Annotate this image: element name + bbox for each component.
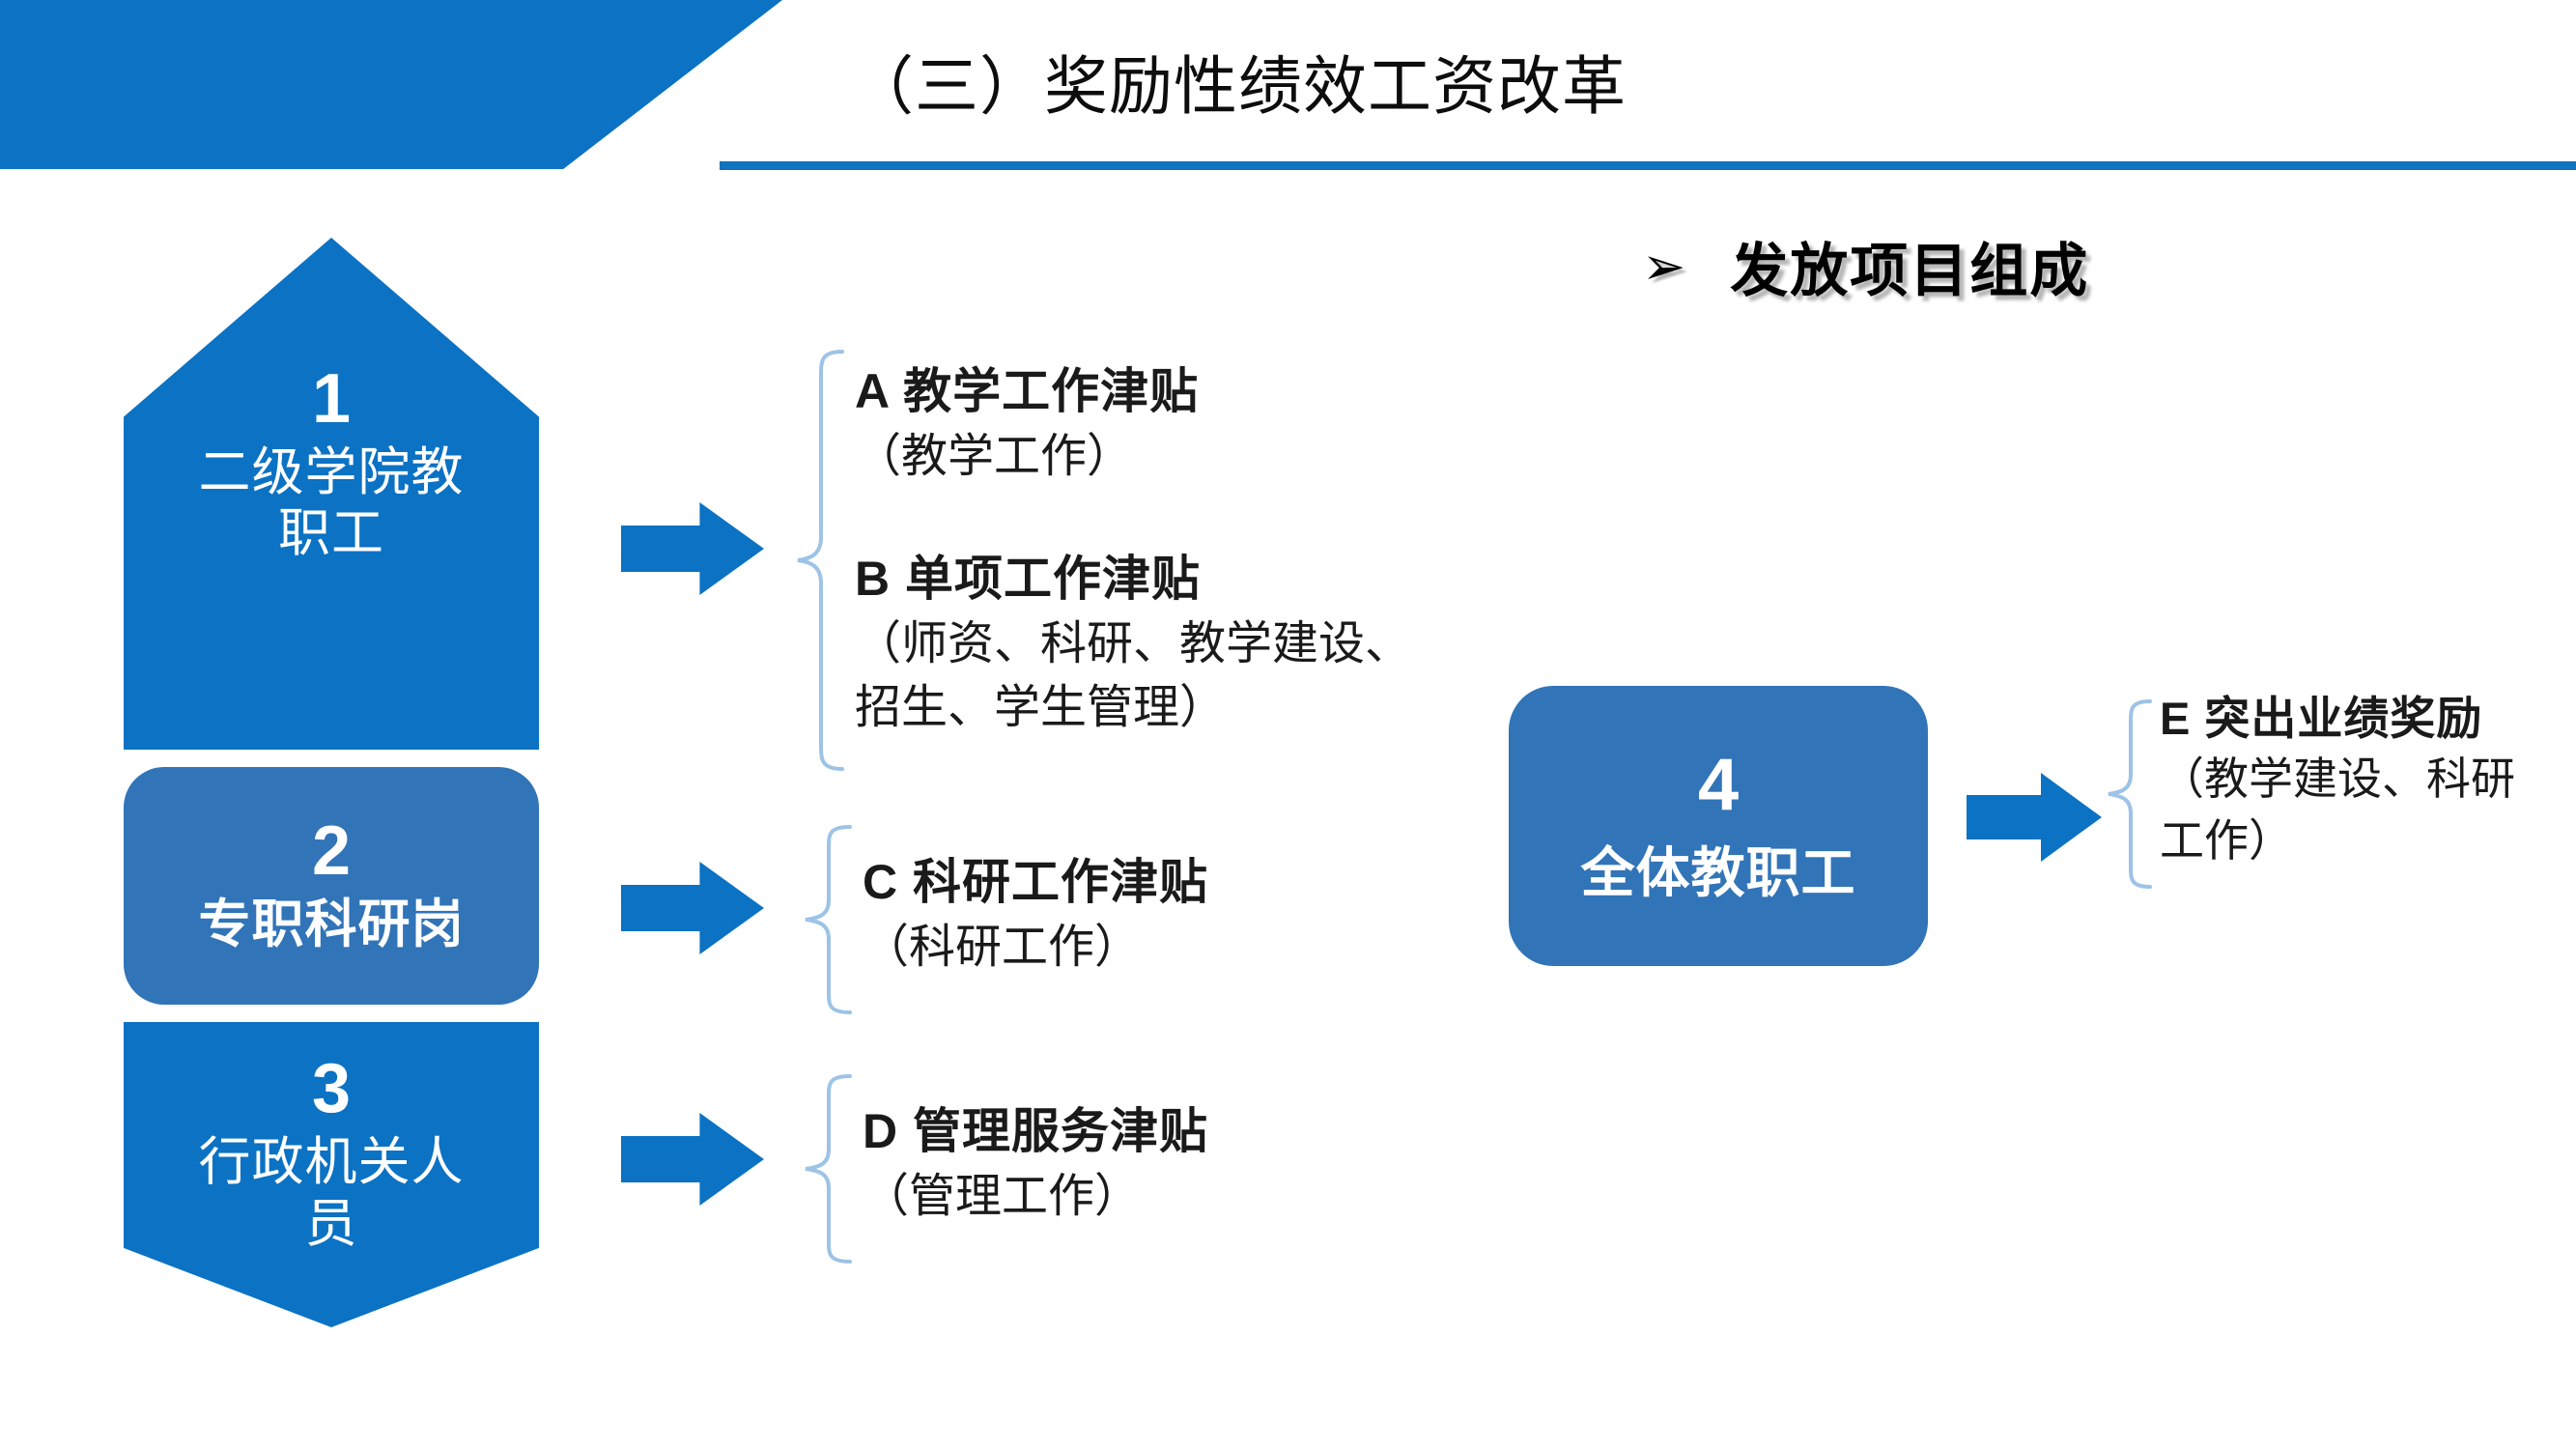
group-number-4: 4: [1697, 744, 1740, 827]
item-d-title: D 管理服务津贴: [863, 1104, 1208, 1158]
chevron-right-bullet-icon: ➢: [1642, 237, 1686, 296]
item-b-sub: （师资、科研、教学建设、招生、学生管理）: [855, 617, 1412, 733]
group-label-4: 全体教职工: [1580, 841, 1856, 903]
group-shape-3[interactable]: 3 行政机关人员: [124, 1022, 539, 1327]
header-band: [0, 0, 782, 169]
group-label-2: 专职科研岗: [198, 895, 465, 953]
item-a: A 教学工作津贴 （教学工作）: [855, 359, 1199, 489]
right-block-arrow-icon-2: [621, 862, 764, 954]
group-label-1: 二级学院教职工: [198, 442, 465, 563]
header-divider: [720, 161, 2576, 170]
curly-brace-icon-d: [800, 1072, 858, 1265]
curly-brace-icon-ab: [792, 348, 850, 773]
item-b-title: B 单项工作津贴: [855, 552, 1201, 606]
curly-brace-icon-c: [800, 823, 858, 1016]
item-c: C 科研工作津贴 （科研工作）: [863, 850, 1208, 980]
group-shape-2[interactable]: 2 专职科研岗: [124, 767, 539, 1005]
right-block-arrow-icon-1: [621, 502, 764, 595]
item-a-title: A 教学工作津贴: [855, 364, 1200, 418]
right-block-arrow-icon-3: [621, 1113, 764, 1206]
curly-brace-icon-e: [2104, 697, 2156, 891]
item-b: B 单项工作津贴 （师资、科研、教学建设、招生、学生管理）: [855, 547, 1434, 740]
item-a-sub: （教学工作）: [855, 430, 1134, 482]
section-heading: ➢ 发放项目组成: [1642, 224, 2089, 308]
item-e-sub: （教学建设、科研工作）: [2160, 753, 2515, 866]
item-e-title: E 突出业绩奖励: [2160, 693, 2483, 744]
item-e: E 突出业绩奖励 （教学建设、科研工作）: [2160, 688, 2546, 871]
right-block-arrow-icon-4: [1967, 773, 2102, 862]
group-shape-1[interactable]: 1 二级学院教职工: [124, 238, 539, 750]
page-title: （三）奖励性绩效工资改革: [850, 50, 1627, 122]
group-label-3: 行政机关人员: [198, 1133, 465, 1253]
group-shape-4[interactable]: 4 全体教职工: [1509, 686, 1928, 966]
group-number-2: 2: [311, 812, 352, 891]
item-c-title: C 科研工作津贴: [863, 855, 1208, 909]
section-heading-text: 发放项目组成: [1730, 239, 2090, 303]
group-number-1: 1: [311, 360, 352, 438]
item-d-sub: （管理工作）: [863, 1170, 1142, 1222]
item-c-sub: （科研工作）: [863, 921, 1142, 973]
group-number-3: 3: [311, 1050, 352, 1128]
item-d: D 管理服务津贴 （管理工作）: [863, 1099, 1208, 1229]
